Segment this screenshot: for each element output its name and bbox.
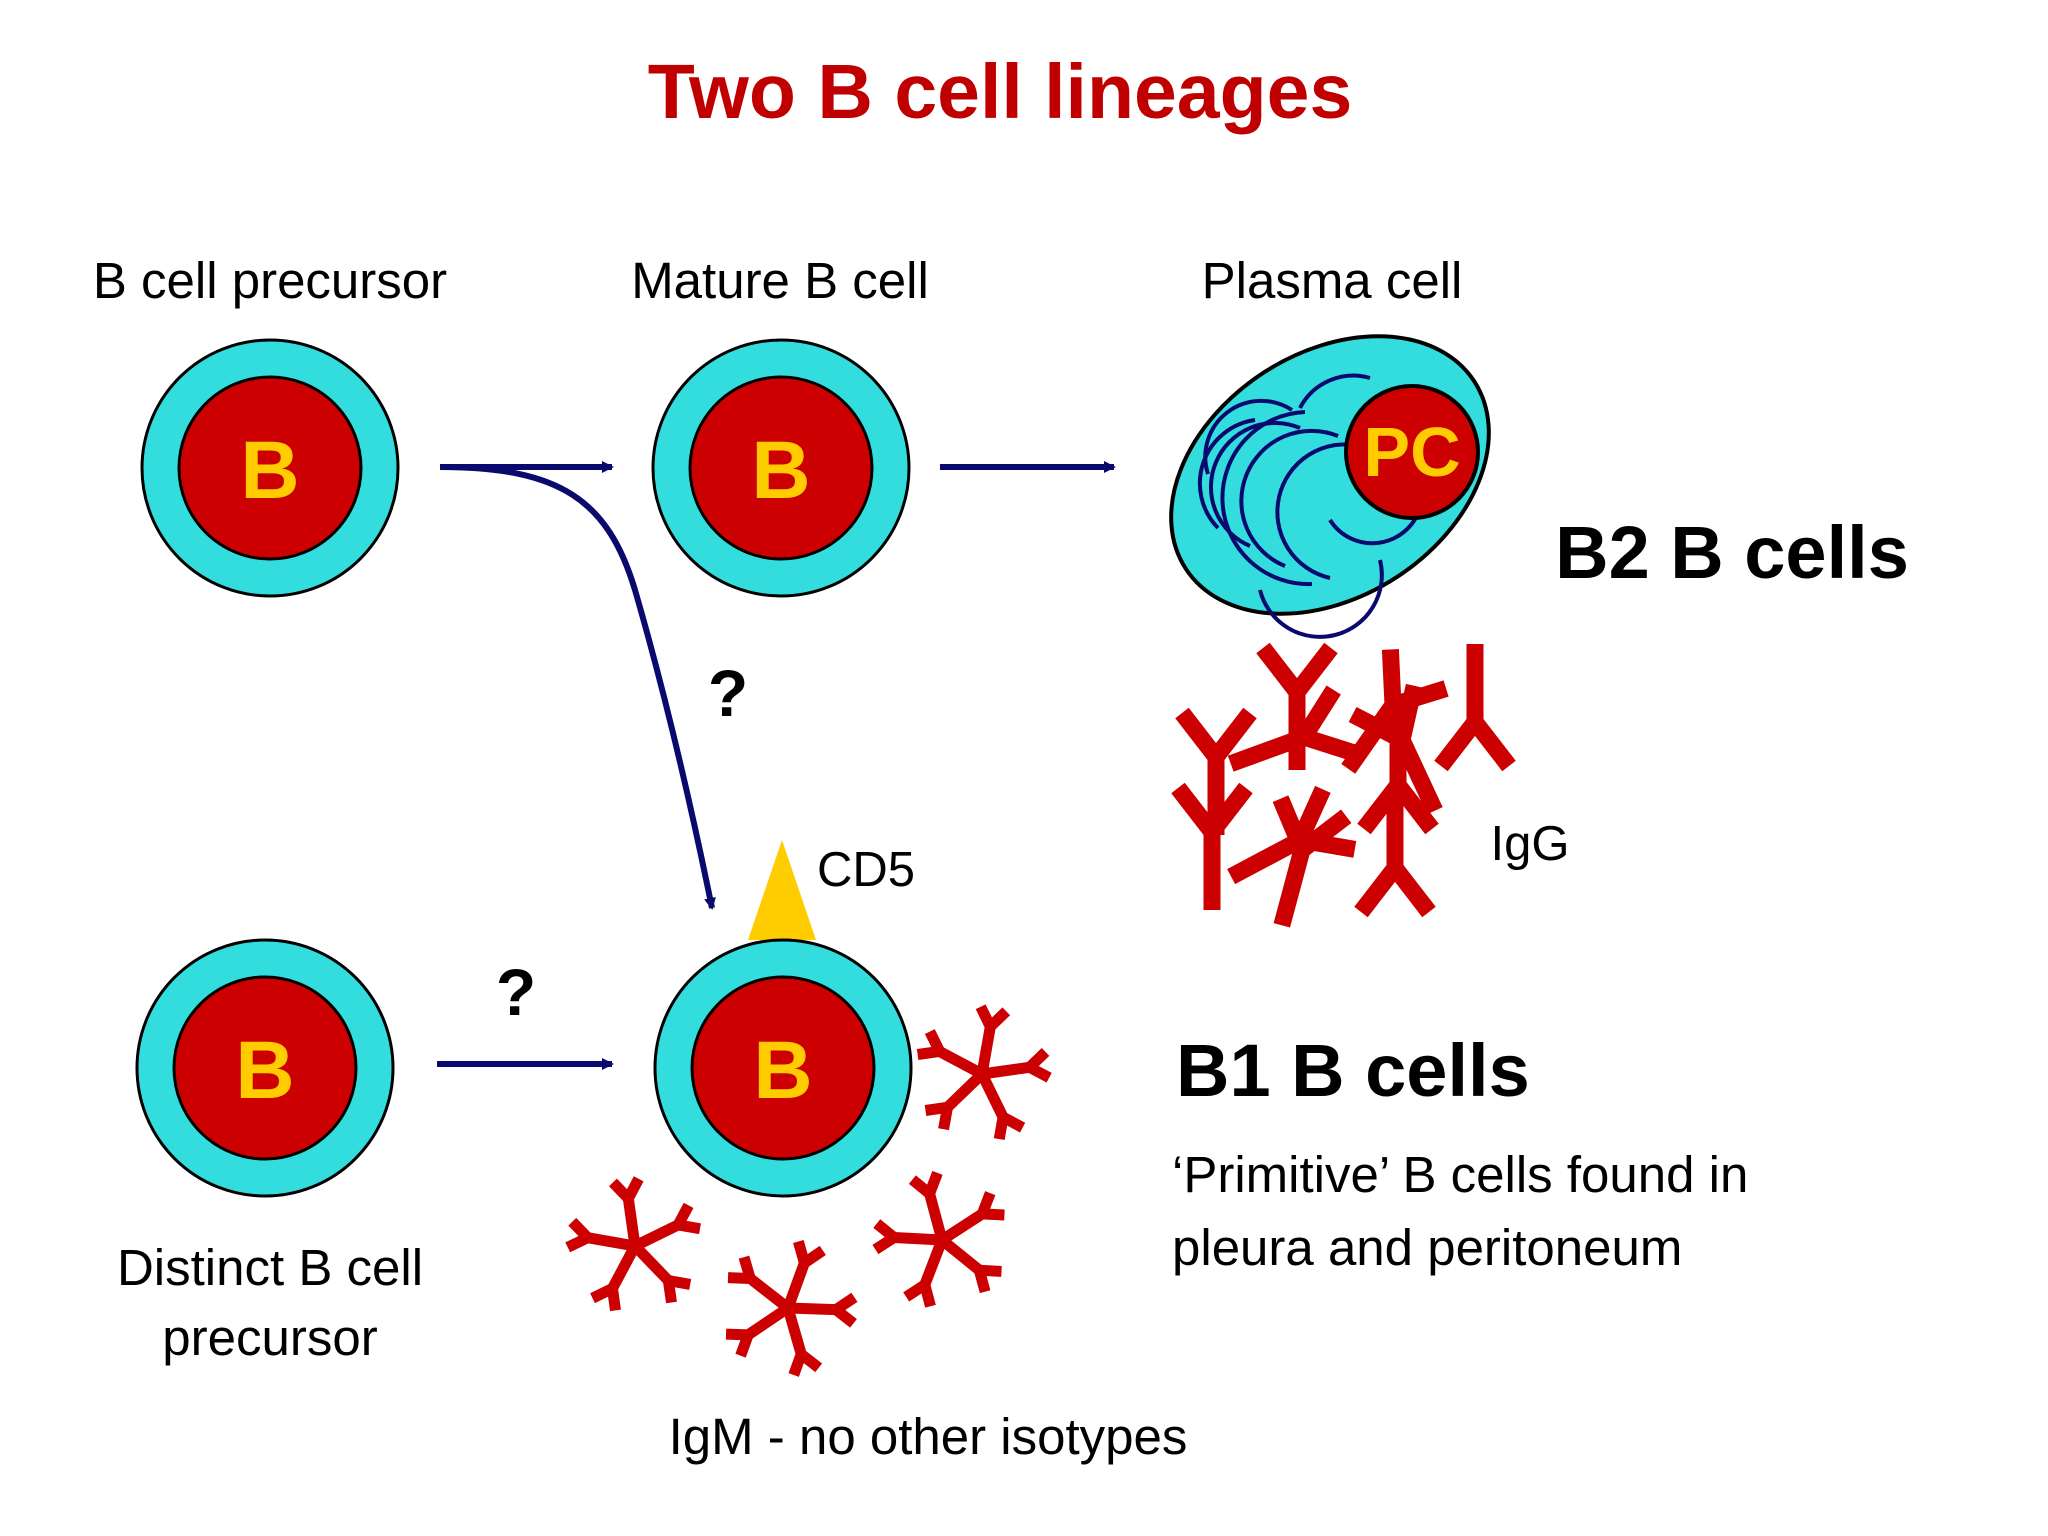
plasma-cell-letters: PC	[1363, 413, 1460, 491]
mature-b-cell-letter: B	[751, 425, 810, 516]
igm-pentamer-icon	[906, 997, 1060, 1145]
question-mark-curved: ?	[708, 656, 748, 730]
igm-pentamer-icon	[860, 1159, 1022, 1316]
endoplasmic-reticulum-icon	[1197, 373, 1422, 639]
b1-b-cell: B	[653, 938, 913, 1198]
question-mark-distinct: ?	[496, 955, 536, 1029]
b-cell-precursor-letter: B	[240, 425, 299, 516]
label-b-cell-precursor: B cell precursor	[93, 252, 447, 309]
b1-b-cell-letter: B	[753, 1025, 812, 1116]
label-plasma-cell: Plasma cell	[1202, 252, 1463, 309]
cd5-marker-icon	[748, 840, 816, 940]
mature-b-cell: B	[651, 338, 911, 598]
label-igm: IgM - no other isotypes	[669, 1408, 1188, 1465]
distinct-precursor-letter: B	[235, 1025, 294, 1116]
label-mature-b-cell: Mature B cell	[631, 252, 929, 309]
b1-description-line2: pleura and peritoneum	[1172, 1219, 1682, 1276]
label-distinct-precursor-line1: Distinct B cell	[117, 1239, 423, 1296]
igg-antibody-icon	[1320, 649, 1446, 788]
igg-antibody-icon	[1219, 690, 1357, 796]
arrow-precursor-to-b1	[439, 464, 716, 910]
label-distinct-precursor-line2: precursor	[162, 1309, 377, 1366]
page-title: Two B cell lineages	[648, 49, 1353, 135]
igg-antibody-icon	[1441, 644, 1509, 766]
b2-heading: B2 B cells	[1555, 511, 1909, 594]
b1-description-line1: ‘Primitive’ B cells found in	[1172, 1146, 1748, 1203]
label-cd5: CD5	[817, 843, 915, 897]
b1-heading: B1 B cells	[1176, 1029, 1530, 1112]
igm-pentamer-icon	[560, 1171, 710, 1315]
igm-pentamer-icon	[704, 1223, 873, 1388]
distinct-b-cell-precursor: B	[135, 938, 395, 1198]
b-cell-precursor: B	[140, 338, 400, 598]
igg-antibodies	[1178, 644, 1509, 934]
plasma-cell: PC	[1169, 334, 1491, 639]
label-igg: IgG	[1491, 817, 1570, 871]
